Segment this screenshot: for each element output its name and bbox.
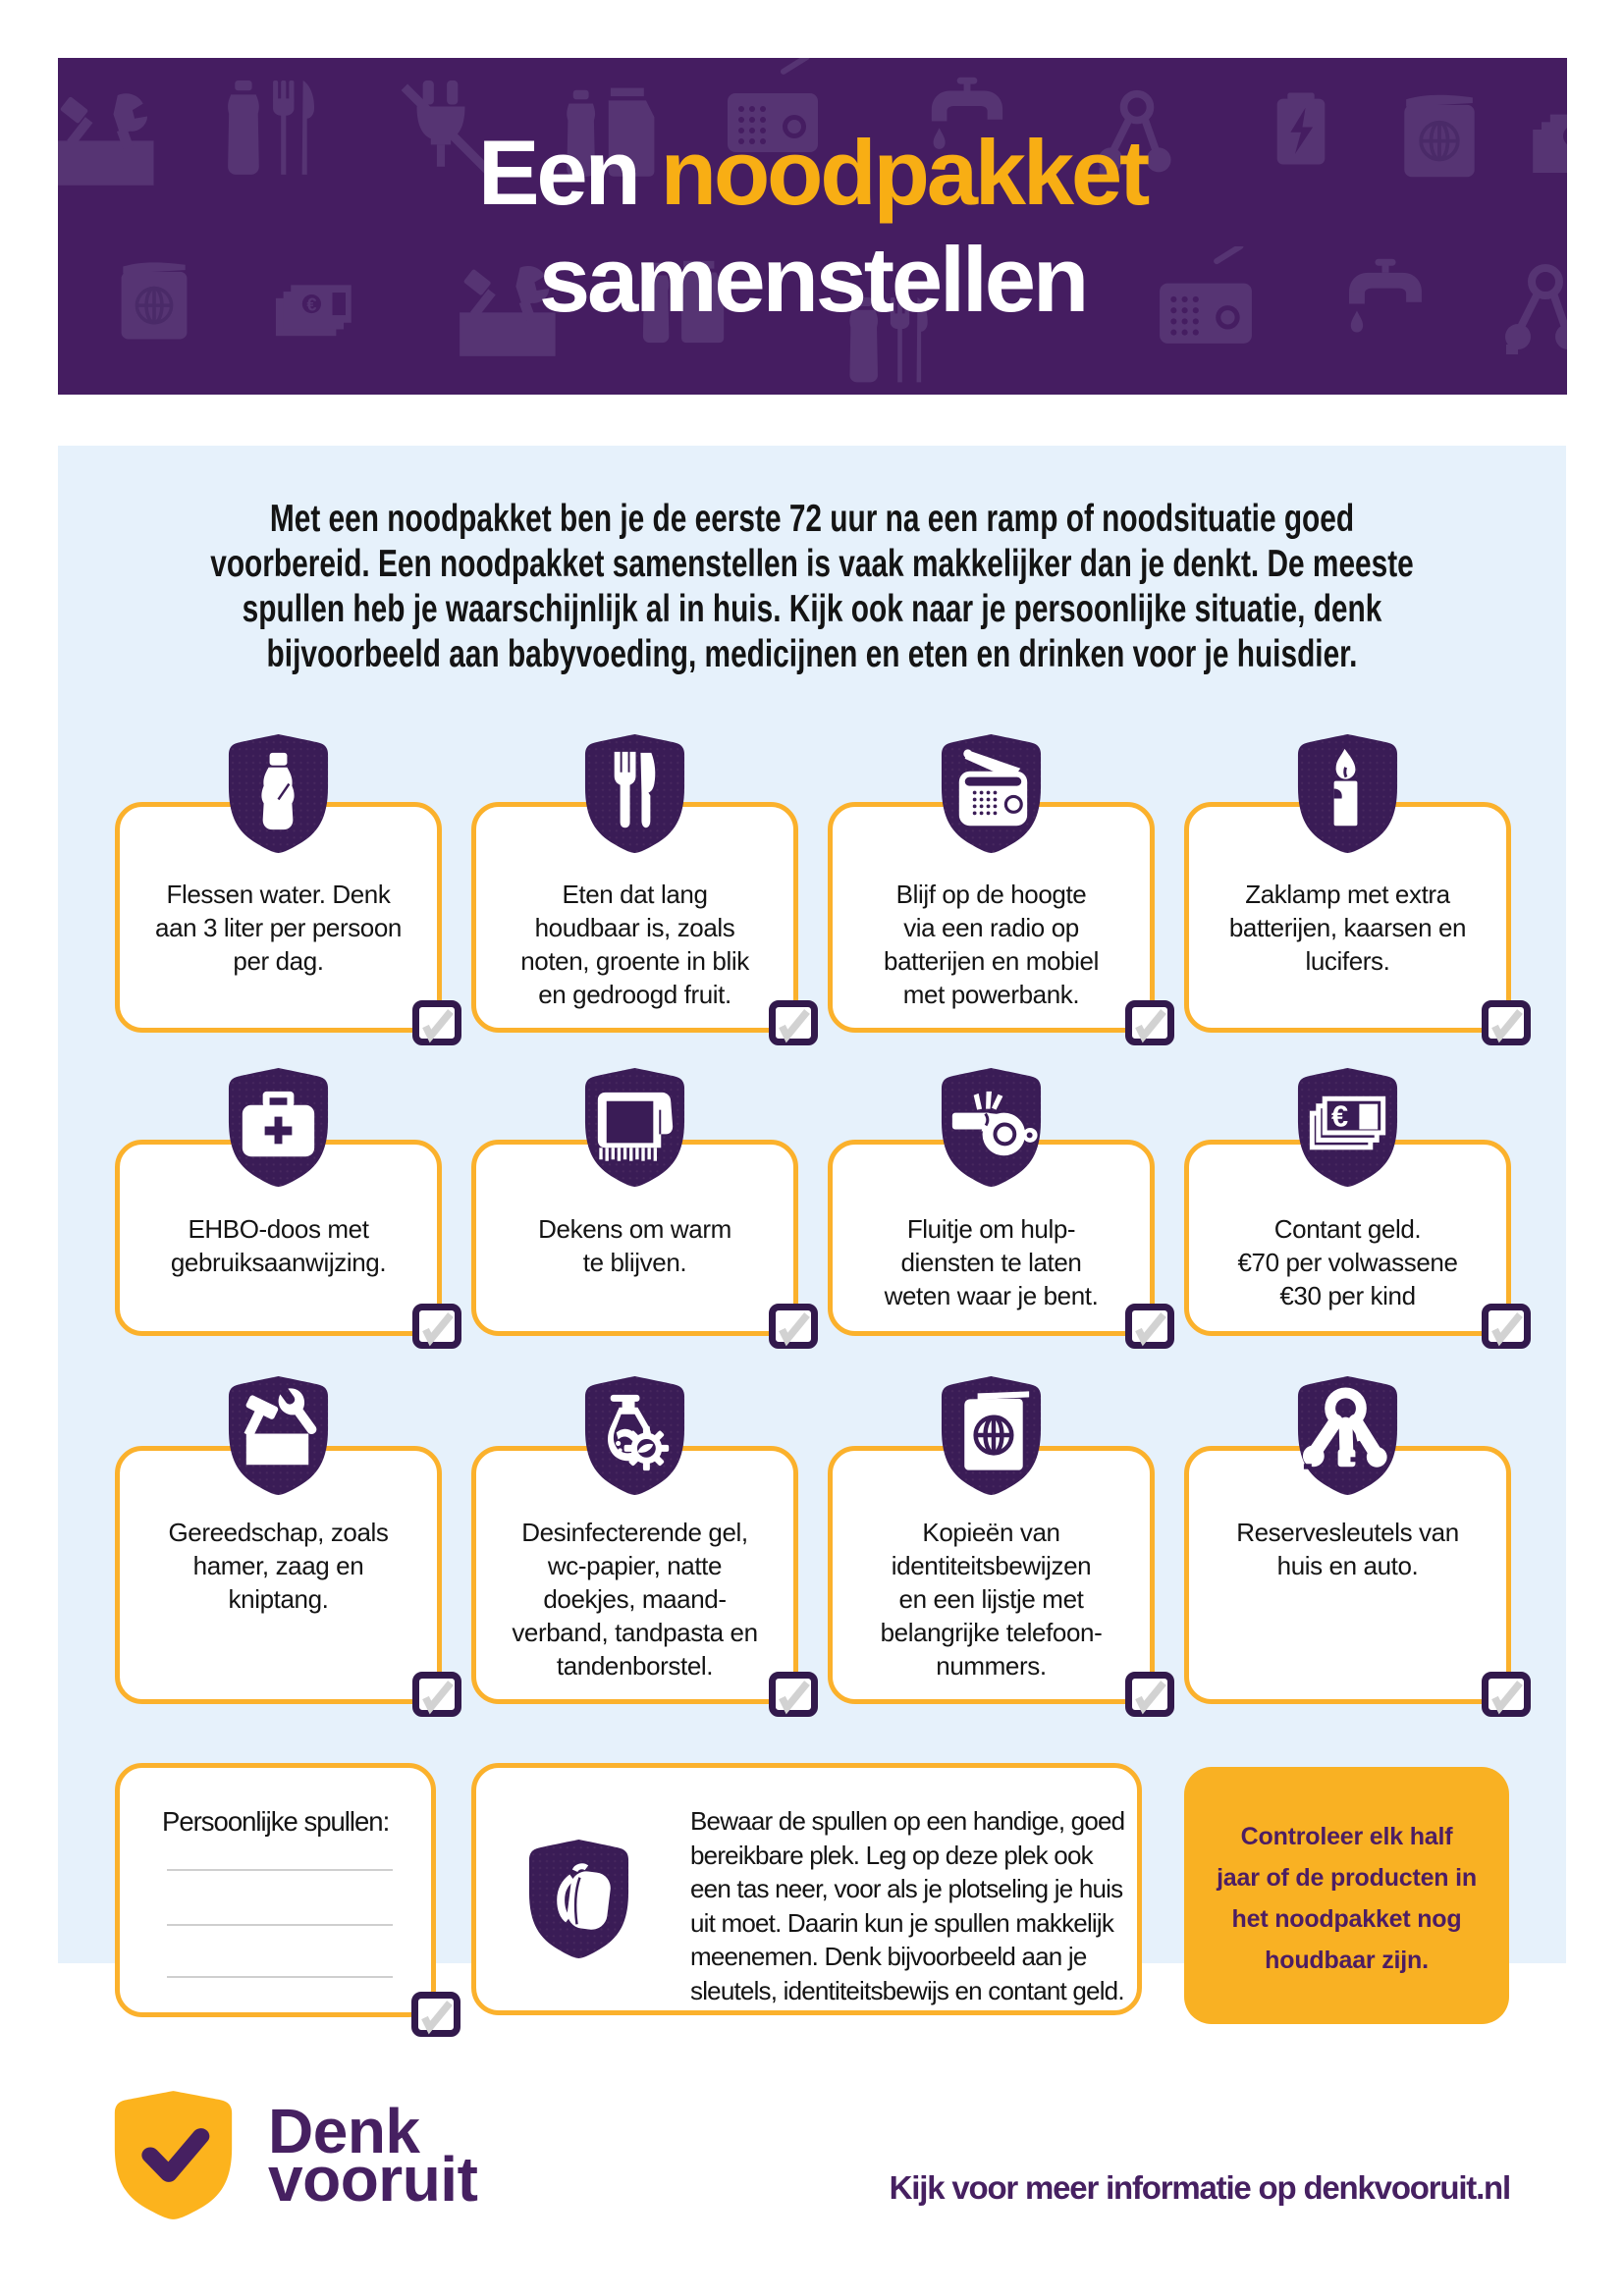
svg-text:€: €: [1331, 1099, 1348, 1134]
